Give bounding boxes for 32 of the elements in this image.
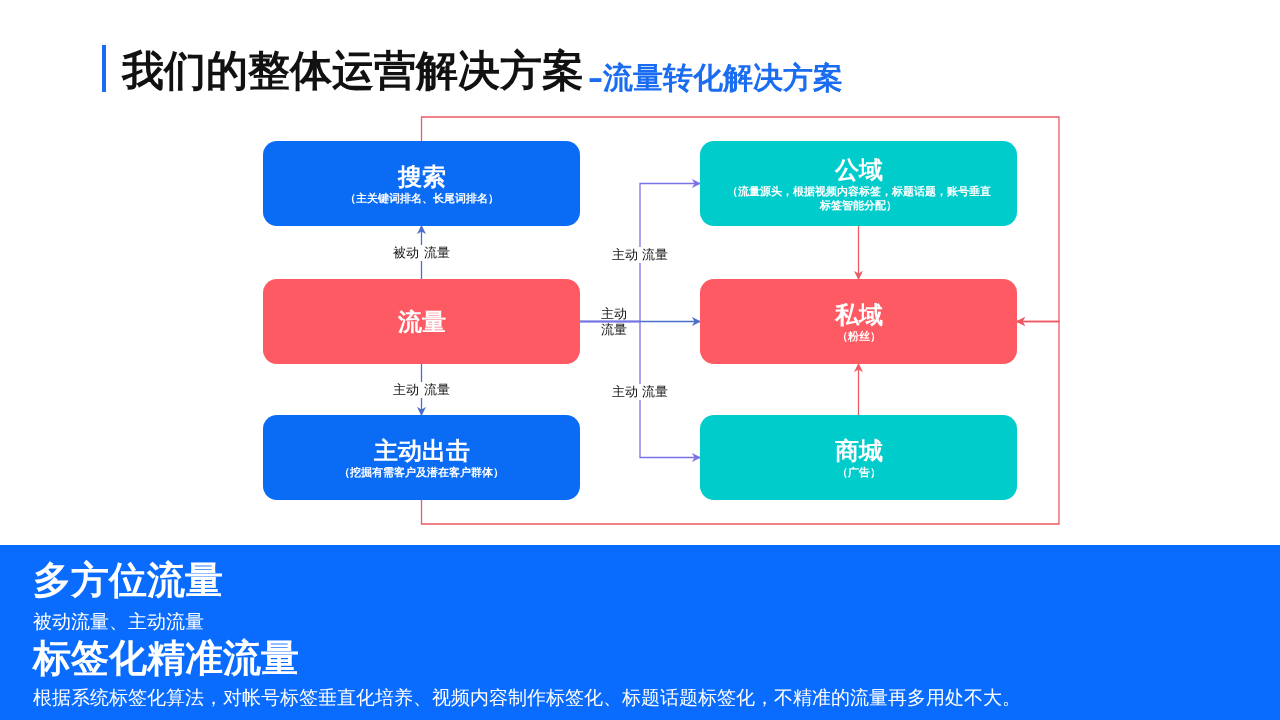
- arrow: [579, 320, 701, 463]
- edge-label: 主动流量: [600, 305, 628, 338]
- node-title: 主动出击: [373, 435, 470, 466]
- node-title: 商城: [834, 435, 883, 466]
- node-subtitle: （粉丝）: [836, 329, 881, 344]
- process-box: [263, 141, 580, 226]
- arrow: [853, 363, 864, 416]
- page-subtitle: –流量转化解决方案: [588, 59, 843, 97]
- node-subtitle: （挖掘有需客户及潜在客户群体）: [339, 465, 504, 480]
- node-title: 公域: [834, 154, 883, 185]
- process-box: [700, 279, 1017, 364]
- process-box: [263, 279, 580, 364]
- edge-label: 主动 流量: [610, 247, 670, 263]
- arrow: [853, 225, 864, 280]
- node-subtitle: （主关键词排名、长尾词排名）: [344, 191, 499, 206]
- process-box: [263, 415, 580, 500]
- node-title: 私域: [834, 299, 883, 330]
- section-heading: 标签化精准流量: [33, 635, 299, 682]
- process-box: [700, 141, 1017, 226]
- node-subtitle: （流量源头，根据视频内容标签，标题话题，账号垂直标签智能分配）: [726, 184, 991, 213]
- page-title: 我们的整体运营解决方案: [122, 45, 584, 97]
- section-heading: 多方位流量: [33, 557, 223, 604]
- node-title: 流量: [397, 306, 446, 337]
- node-subtitle: （广告）: [836, 465, 881, 480]
- node-title: 搜索: [397, 161, 446, 192]
- edge-label: 主动 流量: [610, 384, 670, 400]
- process-box: [700, 415, 1017, 500]
- section-text: 被动流量、主动流量: [33, 609, 204, 634]
- arrow: [420, 316, 1060, 525]
- section-text: 根据系统标签化算法，对帐号标签垂直化培养、视频内容制作标签化、标题话题标签化，不精准的流量再多用处不大。: [33, 685, 1021, 710]
- edge-label: 主动 流量: [392, 381, 451, 398]
- edge-label: 被动 流量: [392, 244, 451, 261]
